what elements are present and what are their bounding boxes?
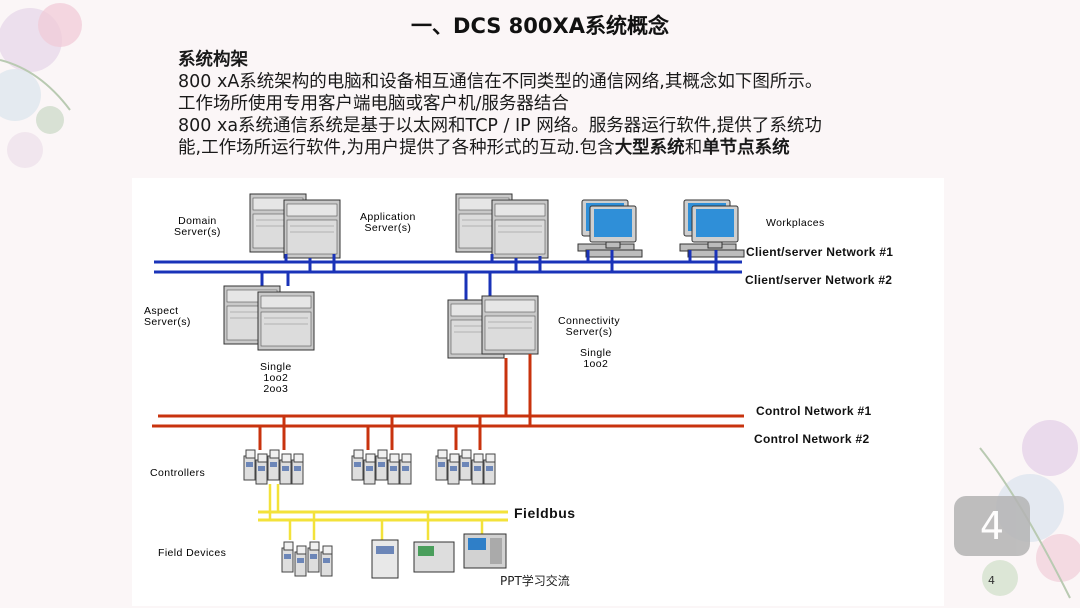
single-node-system-text: 单节点系统: [702, 138, 790, 158]
controllers-label: Controllers: [150, 467, 206, 479]
footer-text: PPT学习交流: [500, 574, 570, 588]
field-devices-label: Field Devices: [158, 547, 227, 559]
connectivity-redundancy-label: Single 1oo2: [580, 347, 612, 370]
aspect-servers-label: Aspect Server(s): [144, 305, 191, 328]
system-architecture-diagram: Domain Server(s) Application Server(s) W…: [132, 178, 944, 606]
page-number: 4: [988, 574, 995, 587]
application-server-icon: [455, 193, 549, 259]
client-server-network-2-label: Client/server Network #2: [745, 273, 893, 287]
control-network-2-label: Control Network #2: [754, 432, 870, 446]
slide-body: 系统构架 800 xA系统架构的电脑和设备相互通信在不同类型的通信网络,其概念如…: [178, 49, 938, 159]
architecture-drawing: [152, 193, 745, 579]
floral-decoration-bottom-right: [979, 420, 1080, 599]
aspect-redundancy-label: Single 1oo2 2oo3: [260, 361, 292, 395]
page-number-badge-text: 4: [979, 504, 1005, 548]
body-line-4: 能,工作场所运行软件,为用户提供了各种形式的互动.包含大型系统和单节点系统: [178, 137, 938, 159]
domain-servers-label: Domain Server(s): [174, 215, 221, 238]
controller-icon: [435, 449, 496, 485]
application-servers-label: Application Server(s): [360, 211, 416, 234]
large-system-text: 大型系统: [614, 138, 685, 158]
field-device-icon: [463, 533, 507, 569]
control-network-1-label: Control Network #1: [756, 404, 872, 418]
domain-server-icon: [249, 193, 341, 259]
section-heading: 系统构架: [178, 50, 248, 70]
body-line-4-conj: 和: [684, 138, 703, 158]
fieldbus-label: Fieldbus: [514, 505, 576, 521]
controller-icon: [351, 449, 412, 485]
body-line-4-text: 能,工作场所运行软件,为用户提供了各种形式的互动.包含: [178, 138, 615, 158]
workplace-pc-icon: [679, 199, 745, 258]
field-device-icon: [281, 541, 333, 577]
aspect-server-icon: [223, 285, 315, 351]
field-device-icon: [413, 541, 455, 573]
workplace-pc-icon: [577, 199, 643, 258]
body-line-2: 工作场所使用专用客户端电脑或客户机/服务器结合: [178, 94, 569, 114]
connectivity-server-icon: [447, 295, 539, 359]
body-line-3: 800 xa系统通信系统是基于以太网和TCP / IP 网络。服务器运行软件,提…: [178, 116, 822, 136]
page-number-badge: 4: [954, 496, 1030, 556]
field-device-icon: [371, 539, 399, 579]
workplaces-label: Workplaces: [766, 217, 825, 229]
slide-title: 一、DCS 800XA系统概念: [411, 14, 669, 38]
connectivity-servers-label: Connectivity Server(s): [558, 315, 620, 338]
body-line-1: 800 xA系统架构的电脑和设备相互通信在不同类型的通信网络,其概念如下图所示。: [178, 72, 823, 92]
floral-decoration-top-left: [0, 3, 82, 168]
controller-icon: [243, 449, 304, 485]
client-server-network-1-label: Client/server Network #1: [746, 245, 894, 259]
